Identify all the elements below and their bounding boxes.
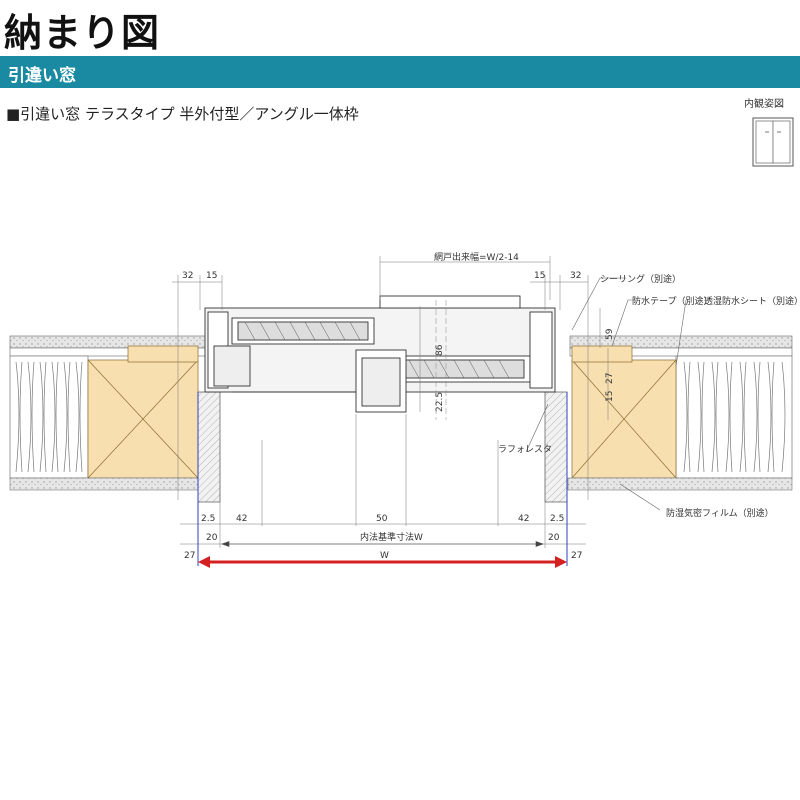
page-title: 納まり図 [4,11,161,55]
glass-hatch [244,321,510,379]
dim-15-right: 15 [534,271,545,281]
sealing-label: シーリング（別途） [600,273,681,285]
dim-27-right: 27 [571,551,582,561]
window-frame [204,295,556,413]
blue-guide-lines [197,392,568,566]
dim-27-left: 27 [184,551,195,561]
dim-27-vertical: 27 [605,373,615,384]
section-band: 引違い窓 [0,56,800,88]
dim-20-right: 20 [548,533,560,543]
dim-2-5-left: 2.5 [201,514,215,524]
center-lines [435,300,447,420]
dim-32-left: 32 [182,271,193,281]
dim-59: 59 [605,328,615,340]
lath-label: ラフォレスタ [498,444,552,455]
dim-22-5: 22.5 [435,392,445,412]
waterproof-tape-label: 防水テープ（別途） [632,295,712,307]
insulation-right [675,355,793,479]
drawing-caption: ■引違い窓 テラスタイプ 半外付型／アングル一体枠 [6,105,359,123]
dim-15-left: 15 [206,271,217,281]
jamb-board-left [197,391,221,503]
breathable-sheet-label: 透湿防水シート（別途） [704,295,800,307]
overall-width-arrow [198,556,567,568]
wood-post-right [571,345,677,479]
inner-std-arrow [221,541,544,547]
dim-2-5-right: 2.5 [550,514,564,524]
dim-42-right: 42 [518,514,529,524]
top-dimension-lines [172,256,609,500]
exterior-wall-band [9,335,793,357]
insulation-left [9,355,89,479]
inner-view-thumbnail [752,117,794,167]
inner-view-label: 内観姿図 [744,99,784,110]
dim-15-vertical: 15 [605,391,615,402]
vapor-film-label: 防湿気密フィルム（別途） [666,507,774,519]
screen-width-label: 網戸出来幅=W/2-14 [434,251,519,263]
inner-std-label: 内法基準寸法W [360,531,423,543]
wood-post-left [87,345,199,479]
dim-86: 86 [435,344,445,356]
dim-42-left: 42 [236,514,247,524]
callout-leaders [525,277,687,511]
interior-board-right [567,477,793,491]
section-label: 引違い窓 [8,66,76,86]
interior-board-left [9,477,207,491]
dim-50: 50 [376,514,388,524]
dim-20-left: 20 [206,533,218,543]
overall-width-label: W [380,551,389,561]
dim-32-right: 32 [570,271,581,281]
